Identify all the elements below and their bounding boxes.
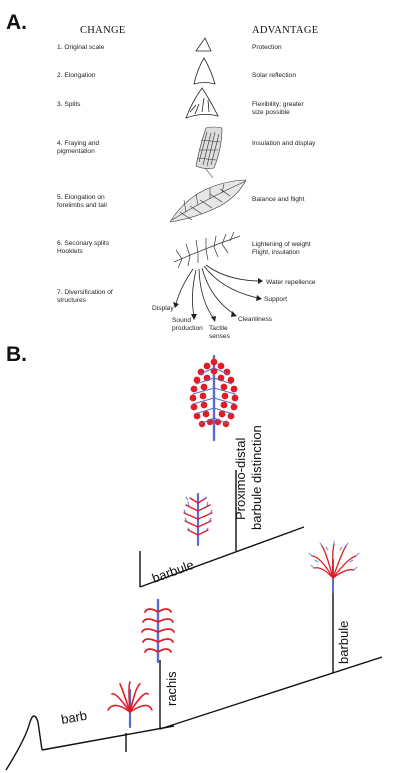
label-barbule-right: barbule [336,621,351,664]
row-3-advantage-1: Flexibility; greater [252,101,304,108]
frayed-pigmented-feather-icon [195,126,223,179]
proximo-distal-feather-illustration [189,354,239,442]
row-6-change-2: Hooklets [57,248,83,255]
row-1-change: 1. Original scale [57,44,105,51]
row-6: 6. Seconary splits Hooklets Lightening o… [57,231,311,269]
row-2-advantage: Solar reflection [252,72,296,79]
row-7-change-1: 7. Diversification of [57,289,113,296]
label-sound-2: production [172,325,203,332]
row-5-change-1: 5. Elongation on [57,194,105,201]
row-3-change: 3. Splits [57,101,81,108]
row-4-change-2: pigmentation [57,148,95,155]
hook-line [5,715,43,771]
label-proximo-1: Proximo-distal [233,438,248,520]
tuft-feather-illustration [107,681,153,729]
row-7-change-2: structures [57,297,87,304]
row-7: 7. Diversification of structures [57,289,113,304]
diversification-arrows [175,264,259,320]
row-6-change-1: 6. Seconary splits [57,240,110,247]
header-advantage: ADVANTAGE [252,25,318,36]
elongated-forelimb-feather-icon [169,179,247,223]
label-cleanliness: Cleanliness [238,316,273,323]
row-2-change: 2. Elongation [57,72,96,79]
arrowheads [173,278,263,322]
row-5: 5. Elongation on forelimbs and tail Bala… [57,179,305,223]
elongated-scale-icon [193,57,216,85]
label-tactile-1: Tactile [209,325,228,332]
row-3-advantage-2: size possible [252,109,290,116]
row-4-change-1: 4. Fraying and [57,140,99,147]
row-1-advantage: Protection [252,44,282,51]
label-support: Support [264,296,287,303]
label-barb: barb [60,708,88,727]
rachis-feather-illustration [141,598,175,664]
barb-segment [41,725,175,751]
panel-a-label: A. [6,11,27,34]
barbule-feather-illustration [183,492,213,547]
header-change: CHANGE [80,25,126,36]
label-tactile-2: senses [209,333,231,340]
secondary-split-feather-icon [173,231,241,269]
main-branch [159,656,383,730]
row-4-advantage: Insulation and display [252,140,316,147]
row-4: 4. Fraying and pigmentation Insulation a… [57,126,316,179]
panel-b-label: B. [6,343,27,366]
row-1: 1. Original scale Protection [57,37,282,52]
label-barbule-left: barbule [150,557,196,586]
row-5-change-2: forelimbs and tail [57,202,107,209]
row-6-advantage-1: Lightening of weight [252,241,311,248]
barbule-right-feather-illustration [308,540,360,593]
original-scale-icon [195,37,212,52]
label-water-repellence: Water repellence [266,279,316,286]
label-proximo-2: barbule distinction [249,425,264,530]
label-display: Display [152,305,174,312]
row-5-advantage: Balance and flight [252,196,305,203]
row-3: 3. Splits Flexibility; greater size poss… [57,87,304,119]
label-sound-1: Sound [172,317,191,324]
label-rachis: rachis [164,671,179,706]
split-scale-icon [185,87,219,119]
phylogeny-lines [5,470,383,771]
middle-branch [139,526,305,588]
row-2: 2. Elongation Solar reflection [57,57,296,85]
row-6-advantage-2: Flight, insulation [252,249,300,256]
